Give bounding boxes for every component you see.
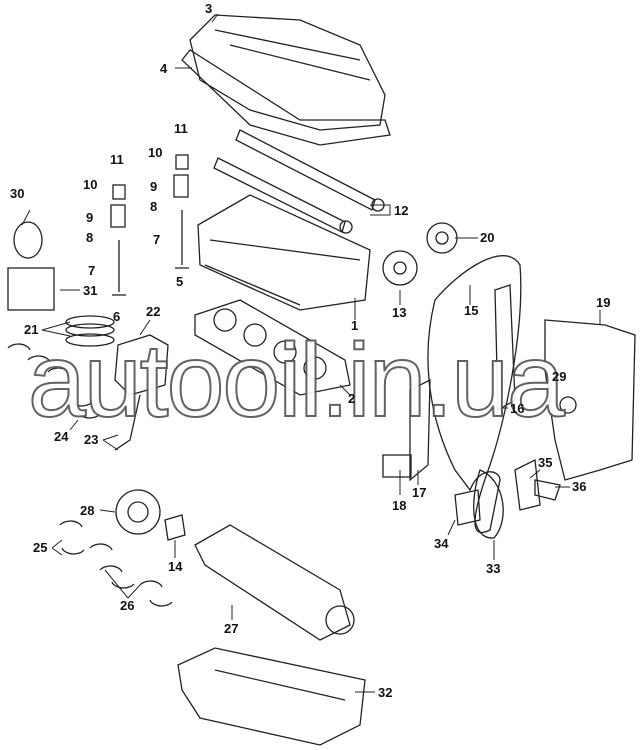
callout-34: 34: [434, 536, 449, 551]
oil-seal: [559, 396, 577, 414]
timing-cover: [544, 319, 636, 481]
callout-16: 16: [510, 401, 525, 416]
crank-pulley: [115, 489, 161, 535]
callout-10: 10: [148, 145, 163, 160]
head-gasket: [194, 299, 351, 396]
timing-chain: [427, 255, 522, 534]
callout-30: 30: [10, 186, 25, 201]
crankshaft: [194, 524, 351, 641]
callout-8: 8: [150, 199, 158, 214]
camshafts: [213, 129, 385, 234]
seal: [13, 221, 43, 259]
callout-22: 22: [146, 304, 161, 319]
valve-cover: [181, 14, 391, 146]
callout-20: 20: [480, 230, 495, 245]
callout-19: 19: [596, 295, 611, 310]
tensioner-arm: [494, 284, 516, 412]
callout-2: 2: [348, 391, 356, 406]
callout-13: 13: [392, 305, 407, 320]
watermark: autooil.in.ua: [27, 322, 566, 440]
oil-pan: [177, 647, 366, 746]
connecting-rod: [114, 394, 141, 451]
callout-36: 36: [572, 479, 587, 494]
callout-32: 32: [378, 685, 393, 700]
callout-7: 7: [88, 263, 96, 278]
callout-14: 14: [168, 559, 183, 574]
valves: [110, 154, 189, 296]
callout-35: 35: [538, 455, 553, 470]
callout-18: 18: [392, 498, 407, 513]
callout-6: 6: [113, 309, 121, 324]
callout-8: 8: [86, 230, 94, 245]
callout-9: 9: [86, 210, 94, 225]
callout-10: 10: [83, 177, 98, 192]
cam-gear: [382, 250, 418, 286]
callout-27: 27: [224, 621, 239, 636]
chain-guide: [409, 378, 431, 482]
callout-24: 24: [54, 429, 69, 444]
module: [7, 267, 55, 311]
callout-23: 23: [84, 432, 99, 447]
callout-9: 9: [150, 179, 158, 194]
piston: [114, 334, 169, 396]
callout-1: 1: [351, 318, 359, 333]
callout-17: 17: [412, 485, 427, 500]
callout-11: 11: [174, 121, 188, 136]
callout-25: 25: [33, 540, 48, 555]
callout-5: 5: [176, 274, 184, 289]
callout-15: 15: [464, 303, 479, 318]
callout-33: 33: [486, 561, 501, 576]
callout-3: 3: [205, 1, 213, 16]
cylinder-head: [197, 194, 371, 311]
main-bearings: [59, 520, 173, 607]
rod-bearings: [7, 343, 101, 419]
callout-12: 12: [394, 203, 409, 218]
tensioner: [382, 454, 412, 478]
callout-29: 29: [552, 369, 567, 384]
callout-7: 7: [153, 232, 161, 247]
callout-4: 4: [160, 61, 168, 76]
callout-31: 31: [83, 283, 98, 298]
callout-21: 21: [24, 322, 39, 337]
callout-28: 28: [80, 503, 95, 518]
front-seal: [164, 514, 186, 541]
callout-26: 26: [120, 598, 135, 613]
cam-gear-2: [426, 222, 458, 254]
callout-11: 11: [110, 152, 124, 167]
